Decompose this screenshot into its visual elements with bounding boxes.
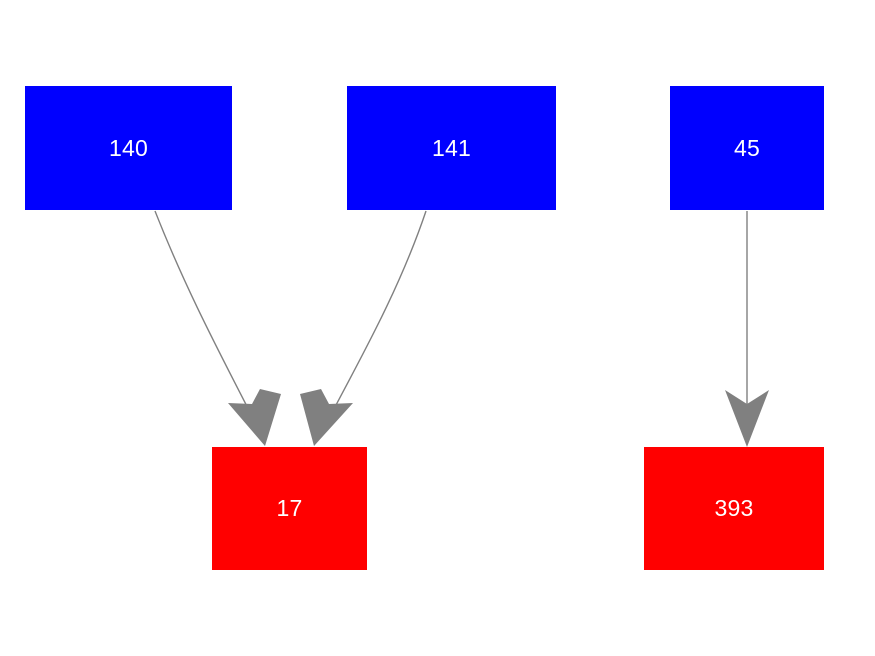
edge-140-to-17 xyxy=(154,210,281,446)
node-17-label: 17 xyxy=(276,495,303,521)
edge-141-to-17 xyxy=(300,210,427,446)
node-45[interactable]: 45 xyxy=(670,86,824,210)
edge-arrowhead-45-to-393 xyxy=(725,390,769,447)
edge-line-140-to-17 xyxy=(154,210,263,437)
node-140-label: 140 xyxy=(109,134,148,161)
node-393[interactable]: 393 xyxy=(644,447,824,570)
node-140[interactable]: 140 xyxy=(25,86,232,210)
edge-arrowhead-141-to-17 xyxy=(300,389,353,446)
node-45-label: 45 xyxy=(734,134,760,161)
edge-line-141-to-17 xyxy=(319,210,427,437)
edge-45-to-393 xyxy=(725,211,769,447)
node-17[interactable]: 17 xyxy=(212,447,367,570)
node-141[interactable]: 141 xyxy=(347,86,556,210)
node-393-label: 393 xyxy=(714,495,754,521)
node-141-label: 141 xyxy=(432,134,471,161)
edge-arrowhead-140-to-17 xyxy=(228,389,281,446)
